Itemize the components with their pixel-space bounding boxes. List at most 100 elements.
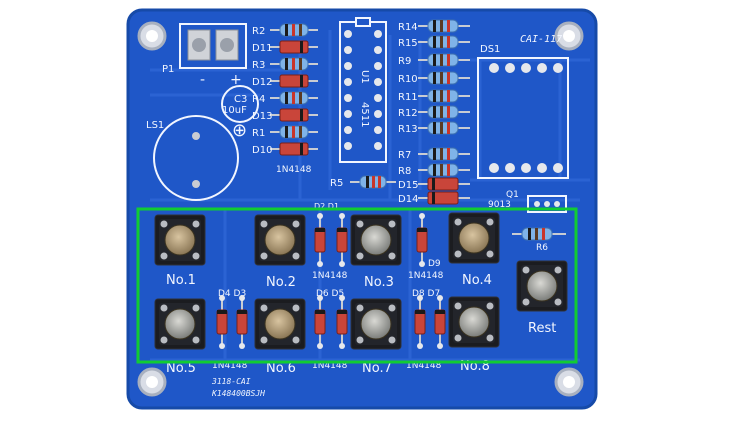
left-part-r3: R3: [252, 57, 318, 71]
ic-pin: [374, 62, 382, 70]
right-part-r10: R10: [398, 71, 470, 85]
right-part-label: R11: [398, 92, 418, 103]
p1-label: P1: [162, 64, 174, 75]
push-button-label: No.5: [166, 361, 196, 376]
push-button-label: No.2: [266, 275, 296, 290]
ic-pin: [374, 46, 382, 54]
footer-line-2: K148400BSJH: [211, 389, 265, 398]
bottom-diode-label-2: D6 D5: [316, 289, 344, 299]
diode: [336, 213, 348, 267]
left-diode-part-label: 1N4148: [276, 165, 312, 175]
right-part-label: R14: [398, 22, 418, 33]
r5-label: R5: [330, 178, 343, 189]
ic-pin: [344, 94, 352, 102]
left-part-label: D13: [252, 111, 272, 122]
push-button-no1[interactable]: No.1: [154, 214, 206, 288]
right-part-label: D14: [398, 194, 418, 205]
diode: [216, 295, 228, 349]
left-part-r2: R2: [252, 23, 318, 37]
push-button-rest[interactable]: Rest: [516, 260, 568, 336]
cap-value-label: 10uF: [222, 105, 247, 116]
diode-pair-top-label: D2 D1: [314, 202, 339, 211]
diode: [434, 295, 446, 349]
right-part-r14: R14: [398, 19, 470, 33]
transistor-ref-label: Q1: [506, 190, 519, 200]
ic-pin: [344, 110, 352, 118]
diode: [236, 295, 248, 349]
left-part-d12: D12: [252, 74, 318, 88]
r6-label: R6: [536, 243, 548, 253]
right-part-r15: R15: [398, 35, 470, 49]
push-button-no6[interactable]: No.6: [254, 298, 306, 376]
left-part-r1: R1: [252, 125, 318, 139]
left-part-label: D11: [252, 43, 272, 54]
push-button-label: No.3: [364, 275, 394, 290]
display-ref-label: DS1: [480, 44, 500, 55]
d9-label: D9: [428, 259, 441, 269]
push-button-label: No.1: [166, 273, 196, 288]
ic-part-label: 4511: [359, 102, 370, 127]
diode: [336, 295, 348, 349]
bottom-diode-part-3: 1N4148: [406, 361, 442, 371]
left-part-label: R4: [252, 94, 265, 105]
diode: [314, 213, 326, 267]
ic-pin: [344, 46, 352, 54]
ic-pin: [344, 62, 352, 70]
left-part-d11: D11: [252, 40, 318, 54]
left-part-label: R2: [252, 26, 265, 37]
right-part-d15: D15: [398, 177, 470, 191]
bottom-diode-label-3: D8 D7: [412, 289, 440, 299]
push-button-no8[interactable]: No.8: [448, 296, 500, 374]
board-code-label: CAI-117: [520, 34, 562, 45]
push-button-no3[interactable]: No.3: [350, 214, 402, 290]
left-part-d10: D10: [252, 142, 318, 156]
ic-pin: [344, 142, 352, 150]
push-button-no5[interactable]: No.5: [154, 298, 206, 376]
right-part-label: R9: [398, 56, 411, 67]
right-part-r8: R8: [398, 163, 470, 177]
left-part-label: R3: [252, 60, 265, 71]
footer-line-1: 3118-CAI: [211, 377, 251, 386]
ic-pin: [374, 94, 382, 102]
ic-socket: [339, 17, 387, 163]
right-part-label: R8: [398, 166, 411, 177]
push-button-no4[interactable]: No.4: [448, 212, 500, 288]
display-footprint: [477, 57, 569, 179]
push-button-label: No.4: [462, 273, 492, 288]
right-part-r12: R12: [398, 105, 470, 119]
right-part-label: R12: [398, 108, 418, 119]
cap-ref-label: C3: [234, 94, 247, 105]
ic-pin: [374, 78, 382, 86]
bottom-diode-part-2: 1N4148: [312, 361, 348, 371]
svg-text:⊕: ⊕: [232, 120, 247, 141]
right-part-r11: R11: [398, 89, 470, 103]
right-part-label: R7: [398, 150, 411, 161]
diode: [414, 295, 426, 349]
ic-pin: [374, 142, 382, 150]
buzzer-outline: [153, 115, 239, 201]
diode: [314, 295, 326, 349]
push-button-label: No.7: [362, 361, 392, 376]
ic-pin: [374, 30, 382, 38]
diode-part-top-right: 1N4148: [408, 271, 444, 281]
resistor-r5: [350, 175, 396, 189]
right-part-d14: D14: [398, 191, 470, 205]
ic-pin: [344, 30, 352, 38]
minus-label: -: [200, 72, 205, 88]
push-button-no2[interactable]: No.2: [254, 214, 306, 290]
power-header: [179, 23, 247, 69]
diodes: [216, 213, 446, 349]
right-part-label: R13: [398, 124, 418, 135]
left-part-label: R1: [252, 128, 265, 139]
mounting-holes: [137, 21, 584, 397]
ic-pin: [344, 78, 352, 86]
push-button-no7[interactable]: No.7: [350, 298, 402, 376]
ic-pin: [344, 126, 352, 134]
right-part-r9: R9: [398, 53, 470, 67]
bottom-diode-label-1: D4 D3: [218, 289, 246, 299]
right-part-label: R15: [398, 38, 418, 49]
left-part-label: D12: [252, 77, 272, 88]
